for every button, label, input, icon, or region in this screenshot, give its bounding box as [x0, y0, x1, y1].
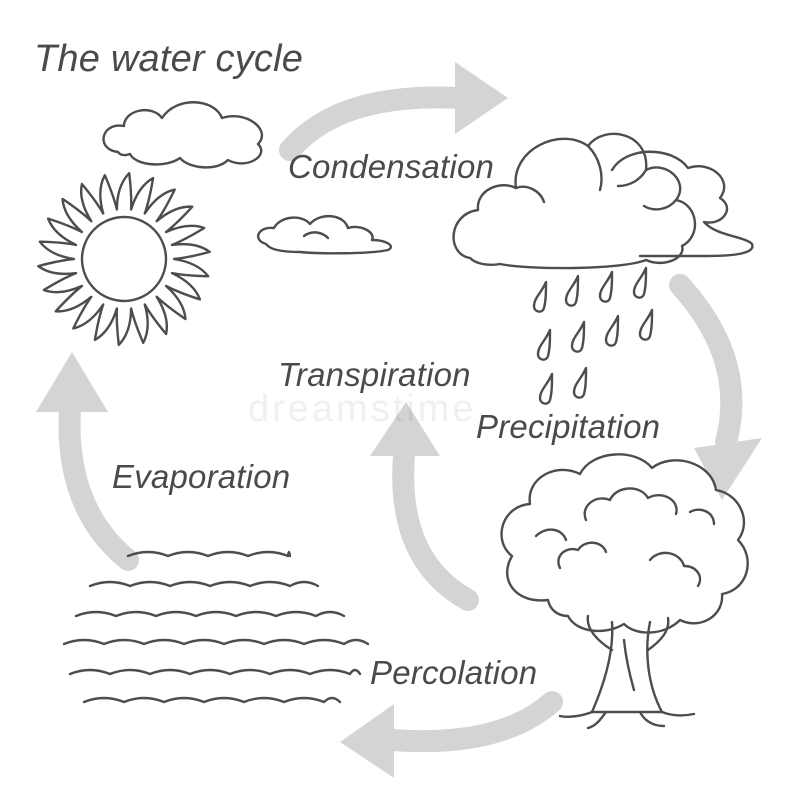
sun-icon [37, 172, 211, 346]
percolation-arrow [340, 691, 563, 778]
wave-line [82, 696, 342, 704]
label-evaporation: Evaporation [112, 458, 291, 495]
raindrop [532, 280, 548, 313]
raindrop [570, 320, 586, 353]
wave-line [126, 550, 292, 558]
raindrop [564, 274, 580, 307]
evaporation-arrow [36, 352, 139, 571]
rain-cloud-icon [452, 132, 754, 270]
raindrop [572, 366, 588, 399]
cycle-arrows [36, 62, 762, 778]
diagram-title: The water cycle [34, 38, 304, 80]
wave-line [68, 668, 362, 676]
label-transpiration: Transpiration [278, 356, 471, 393]
label-condensation: Condensation [288, 148, 495, 185]
watermark: dreamstime [248, 388, 477, 430]
wave-line [62, 638, 370, 646]
tree-icon [500, 453, 749, 730]
raindrops-icon [532, 266, 654, 405]
raindrop [632, 266, 648, 299]
precipitation-arrow [669, 274, 762, 500]
wave-line [88, 580, 320, 588]
raindrop [536, 328, 552, 361]
label-percolation: Percolation [370, 654, 538, 691]
raindrop [604, 314, 620, 347]
flat-cloud-icon [256, 215, 393, 255]
label-precipitation: Precipitation [476, 408, 661, 445]
raindrop [638, 308, 654, 341]
raindrop [598, 270, 614, 303]
small-cloud-icon [102, 101, 264, 169]
wave-line [74, 610, 346, 618]
raindrop [538, 372, 554, 405]
water-waves-icon [62, 550, 370, 704]
condensation-arrow [279, 62, 508, 161]
transpiration-arrow [370, 402, 479, 611]
